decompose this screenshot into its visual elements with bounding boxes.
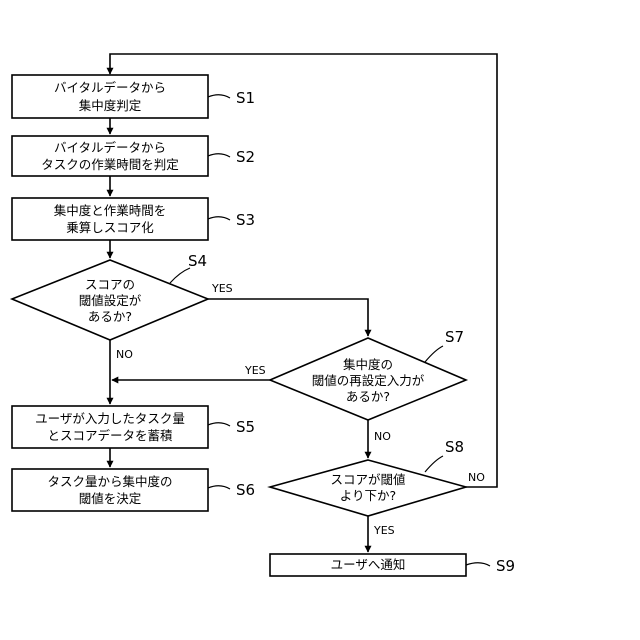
s3-text-line-2: 乗算しスコア化 xyxy=(66,220,154,235)
s4-leader xyxy=(170,268,190,283)
s7-no-label: NO xyxy=(374,430,391,443)
s4-yes-label: YES xyxy=(211,282,233,295)
step-s7: 集中度の 閾値の再設定入力が あるか? S7 YES NO xyxy=(244,328,466,443)
s6-text-line-2: 閾値を決定 xyxy=(79,491,142,506)
s7-yes-label: YES xyxy=(244,364,266,377)
s8-text-line-2: より下か? xyxy=(340,488,396,503)
step-s5: ユーザが入力したタスク量 とスコアデータを蓄積 S5 xyxy=(12,406,255,448)
step-s8: スコアが閾値 より下か? S8 NO YES xyxy=(270,438,485,537)
s3-text-line-1: 集中度と作業時間を xyxy=(54,203,167,218)
s7-label: S7 xyxy=(445,328,464,346)
s3-label: S3 xyxy=(236,211,255,229)
step-s2: バイタルデータから タスクの作業時間を判定 S2 xyxy=(12,136,255,176)
step-s3: 集中度と作業時間を 乗算しスコア化 S3 xyxy=(12,198,255,240)
s6-leader xyxy=(208,486,230,489)
s8-leader xyxy=(425,456,443,472)
s9-text-line-1: ユーザへ通知 xyxy=(331,557,406,572)
s7-text-line-2: 閾値の再設定入力が xyxy=(312,373,425,388)
s2-leader xyxy=(208,154,230,157)
s8-no-label: NO xyxy=(468,471,485,484)
s3-leader xyxy=(208,217,230,220)
s1-label: S1 xyxy=(236,89,255,107)
step-s6: タスク量から集中度の 閾値を決定 S6 xyxy=(12,469,255,511)
s9-leader xyxy=(466,563,490,566)
s6-label: S6 xyxy=(236,481,255,499)
step-s4: スコアの 閾値設定が あるか? S4 YES NO xyxy=(12,252,233,361)
s1-leader xyxy=(208,95,230,98)
step-s9: ユーザへ通知 S9 xyxy=(270,554,515,576)
s7-leader xyxy=(425,346,443,362)
arrow-s4-yes-s7 xyxy=(208,299,368,336)
s4-text-line-3: あるか? xyxy=(88,309,132,324)
s9-label: S9 xyxy=(496,557,515,575)
s4-no-label: NO xyxy=(116,348,133,361)
s5-text-line-1: ユーザが入力したタスク量 xyxy=(35,411,185,426)
s7-text-line-1: 集中度の xyxy=(343,357,393,372)
s8-yes-label: YES xyxy=(373,524,395,537)
s8-label: S8 xyxy=(445,438,464,456)
s1-text-line-2: 集中度判定 xyxy=(79,98,142,113)
s2-label: S2 xyxy=(236,148,255,166)
s5-text-line-2: とスコアデータを蓄積 xyxy=(47,428,173,443)
s4-label: S4 xyxy=(188,252,207,270)
s7-text-line-3: あるか? xyxy=(346,389,390,404)
s5-leader xyxy=(208,423,230,426)
s4-text-line-2: 閾値設定が xyxy=(79,293,142,308)
s4-text-line-1: スコアの xyxy=(85,277,135,292)
s2-text-line-2: タスクの作業時間を判定 xyxy=(41,157,179,172)
s1-text-line-1: バイタルデータから xyxy=(54,80,166,95)
s5-label: S5 xyxy=(236,418,255,436)
step-s1: バイタルデータから 集中度判定 S1 xyxy=(12,75,255,118)
s6-text-line-1: タスク量から集中度の xyxy=(47,474,172,489)
s8-text-line-1: スコアが閾値 xyxy=(330,472,405,487)
s2-text-line-1: バイタルデータから xyxy=(54,140,166,155)
